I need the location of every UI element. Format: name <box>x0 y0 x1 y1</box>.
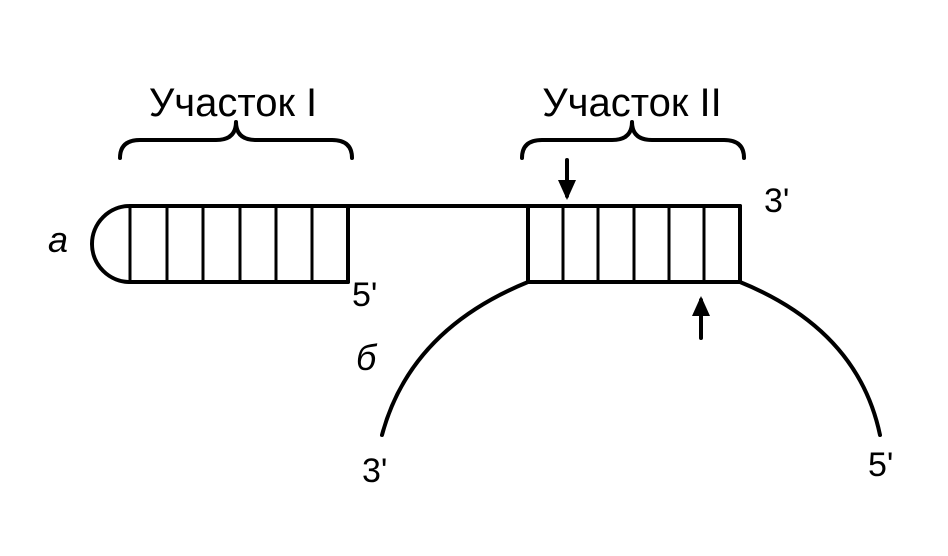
strand-b-label: б <box>356 337 378 378</box>
hairpin-loop <box>90 204 132 284</box>
region-2-title: Участок II <box>542 81 721 125</box>
cleavage-arrow-down <box>558 158 576 200</box>
strand-b-left-arc <box>380 280 530 437</box>
strand-a-3prime-label: 3' <box>764 182 789 220</box>
region-2-base-pairs <box>561 206 706 282</box>
region-1-title: Участок I <box>149 81 317 125</box>
strand-b-right-arc <box>738 280 882 437</box>
strand-a-5prime-label: 5' <box>352 276 377 314</box>
strand-b-3prime-label: 3' <box>362 452 387 490</box>
strand-a-label: а <box>48 219 68 260</box>
strand-b-5prime-label: 5' <box>868 446 893 484</box>
region-2-brace <box>520 120 746 160</box>
region-1-brace <box>118 120 354 160</box>
region-1-base-pairs <box>128 206 314 282</box>
cleavage-arrow-up <box>692 296 710 340</box>
